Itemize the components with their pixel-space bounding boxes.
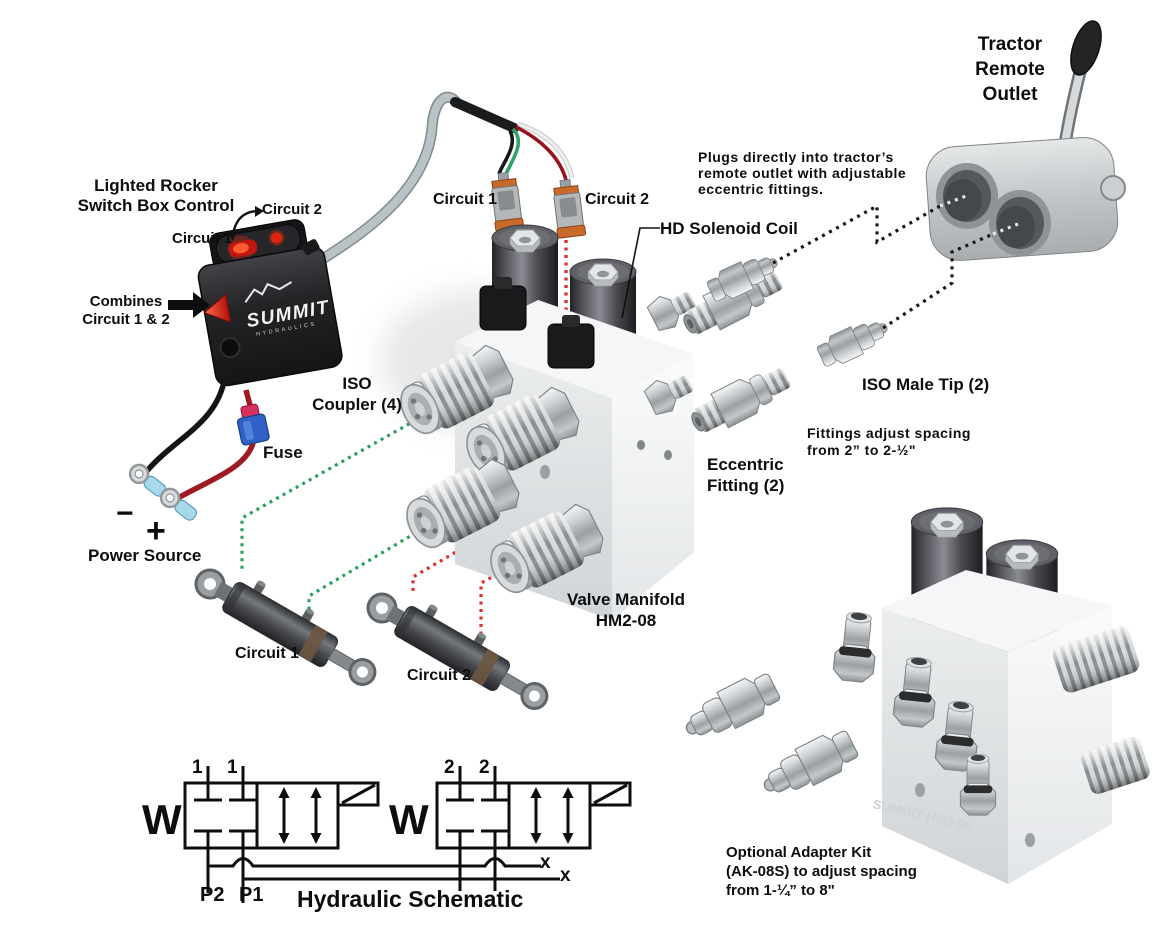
adapter-block-top-face: [882, 570, 1112, 652]
lever-grip: [1070, 20, 1102, 76]
switch-circuit2-label: Circuit 2: [262, 201, 323, 218]
cylinder-circuit2-label: Circuit 2: [407, 667, 472, 684]
hydraulic-cylinder-circuit1: [187, 550, 389, 695]
valve-manifold-label: Valve Manifold HM2-08: [566, 590, 686, 630]
valve-symbol: [183, 766, 380, 850]
schematic-port-1b: 1: [227, 757, 238, 778]
schematic-w-right: W: [389, 796, 429, 843]
outlet-port-2: [989, 190, 1051, 256]
outlet-connection-line-2: [882, 222, 1019, 330]
adapter-right-stud-2: [1081, 736, 1150, 794]
schematic-port-2a: 2: [444, 757, 455, 778]
adapter-elbow-fitting-1: [831, 610, 880, 684]
schematic-upper-line: [208, 857, 541, 868]
iso-male-tip-2: [814, 312, 894, 372]
led-circuit2: [271, 232, 283, 244]
negative-sign: −: [116, 497, 134, 530]
control-cable: [315, 91, 575, 267]
schematic-p2: P2: [200, 884, 225, 906]
schematic-port-2b: 2: [479, 757, 490, 778]
cylinder-circuit1-label: Circuit 1: [235, 645, 300, 662]
valve-symbol-2: [435, 764, 632, 850]
manifold-right-face: [612, 354, 694, 620]
wire-green: [504, 127, 521, 175]
rocker-direction-arrow-icon: [228, 206, 264, 241]
wire-black: [497, 130, 515, 175]
power-source-label: Power Source: [88, 546, 202, 565]
combines-arrow-icon: [168, 292, 210, 318]
schematic-w-left: W: [142, 796, 182, 843]
led-circuit1: [232, 243, 249, 254]
tractor-remote-outlet: [925, 20, 1126, 261]
coil-plug-2: [547, 315, 595, 369]
iso-male-tip-label: ISO Male Tip (2): [862, 375, 990, 394]
hydraulic-schematic: [183, 764, 632, 903]
hose-line-circuit1-a: [240, 418, 417, 571]
fuse-label: Fuse: [263, 443, 303, 462]
coil-plug-1: [479, 277, 527, 331]
adapter-male-tip-2: [755, 724, 863, 807]
manifold-outlet-stud-2: [643, 375, 693, 416]
fittings-note: Fittings adjust spacing from 2” to 2-½": [807, 425, 971, 458]
power-wire-negative: [143, 381, 227, 474]
combines-label: Combines Circuit 1 & 2: [82, 293, 170, 328]
iso-coupler-label: ISO Coupler (4): [312, 374, 402, 414]
wire-connector-circuit2: [550, 177, 587, 239]
valve-manifold-assembly: [390, 224, 696, 620]
hose-line-circuit1-b: [307, 523, 430, 610]
wire-red: [515, 125, 568, 181]
manifold-outlet-stud-1: [646, 291, 696, 332]
positive-sign: +: [146, 512, 166, 550]
connector-circuit1-label: Circuit 1: [433, 191, 498, 208]
eccentric-fitting-2: [684, 359, 796, 442]
knob: [219, 337, 241, 359]
power-wiring: [125, 381, 270, 526]
adapter-right-stud-1: [1052, 626, 1140, 693]
tractor-outlet-label: Tractor Remote Outlet: [975, 34, 1045, 105]
schematic-p1: P1: [239, 884, 264, 906]
adapter-kit-note: Optional Adapter Kit (AK-08S) to adjust …: [726, 844, 917, 899]
cable-sheath-end: [450, 97, 519, 133]
hydraulic-cylinder-circuit2: [359, 574, 561, 719]
switch-circuit1-label: Circuit 1: [172, 230, 233, 247]
schematic-port-1a: 1: [192, 757, 203, 778]
combine-button: [203, 293, 232, 323]
schematic-title: Hydraulic Schematic: [297, 886, 524, 912]
outlet-connection-line-1: [772, 194, 967, 265]
power-wire-positive: [176, 442, 256, 501]
fuse-icon: [236, 403, 270, 446]
outlet-port-1: [936, 163, 998, 229]
wire-white: [517, 122, 574, 179]
eccentric-fitting-label: Eccentric Fitting (2): [707, 455, 785, 495]
schematic-x2: x: [560, 865, 571, 886]
schematic-x1: x: [540, 852, 551, 873]
plugs-note: Plugs directly into tractor’s remote out…: [698, 149, 907, 197]
hd-solenoid-pointer-line: [621, 227, 660, 319]
hd-solenoid-label: HD Solenoid Coil: [660, 219, 798, 238]
switch-box-title: Lighted Rocker Switch Box Control: [77, 176, 235, 215]
adapter-male-tip-1: [677, 667, 785, 750]
connector-circuit2-label: Circuit 2: [585, 191, 650, 208]
adapter-kit-assembly: SUMMIT HM2-08: [677, 507, 1150, 884]
